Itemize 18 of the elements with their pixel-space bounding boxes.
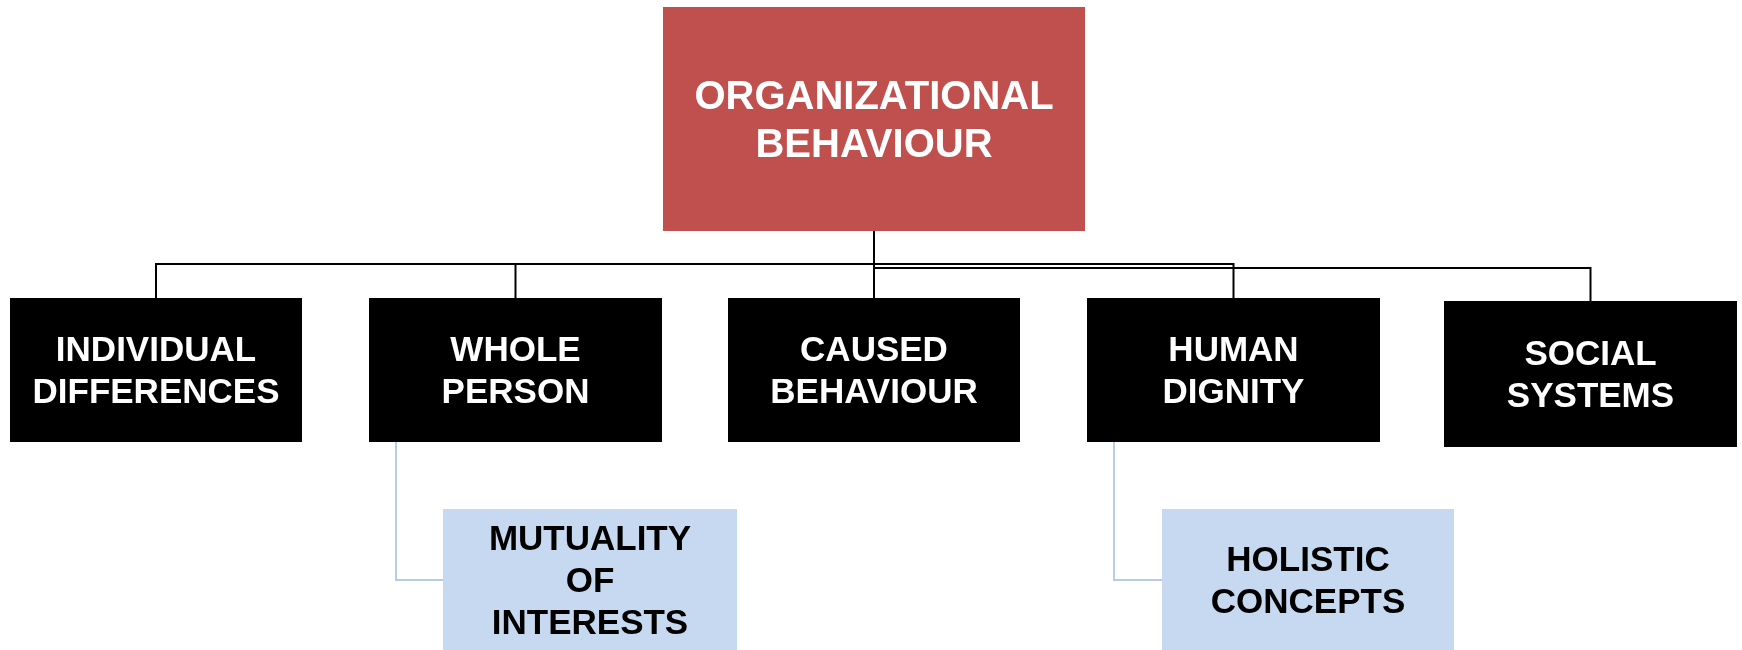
node-label: CAUSED BEHAVIOUR xyxy=(769,328,979,412)
node-label: HOLISTIC CONCEPTS xyxy=(1209,537,1407,622)
connector-line xyxy=(1113,441,1163,581)
concept-box xyxy=(1087,298,1380,442)
concept-box xyxy=(369,298,662,442)
sub-concept-box xyxy=(443,509,737,650)
node-label: ORGANIZATIONAL BEHAVIOUR xyxy=(693,72,1055,167)
node-label: SOCIAL SYSTEMS xyxy=(1505,332,1676,416)
node-label: MUTUALITY OF INTERESTS xyxy=(487,516,693,643)
node-label: WHOLE PERSON xyxy=(440,328,591,412)
root-box xyxy=(663,7,1085,231)
concept-box xyxy=(728,298,1020,442)
connector-line xyxy=(395,441,444,581)
sub-concept-box xyxy=(1162,509,1454,650)
node-label: INDIVIDUAL DIFFERENCES xyxy=(31,328,281,412)
node-label: HUMAN DIGNITY xyxy=(1161,328,1306,412)
concept-box xyxy=(10,298,302,442)
concept-box xyxy=(1444,301,1737,447)
